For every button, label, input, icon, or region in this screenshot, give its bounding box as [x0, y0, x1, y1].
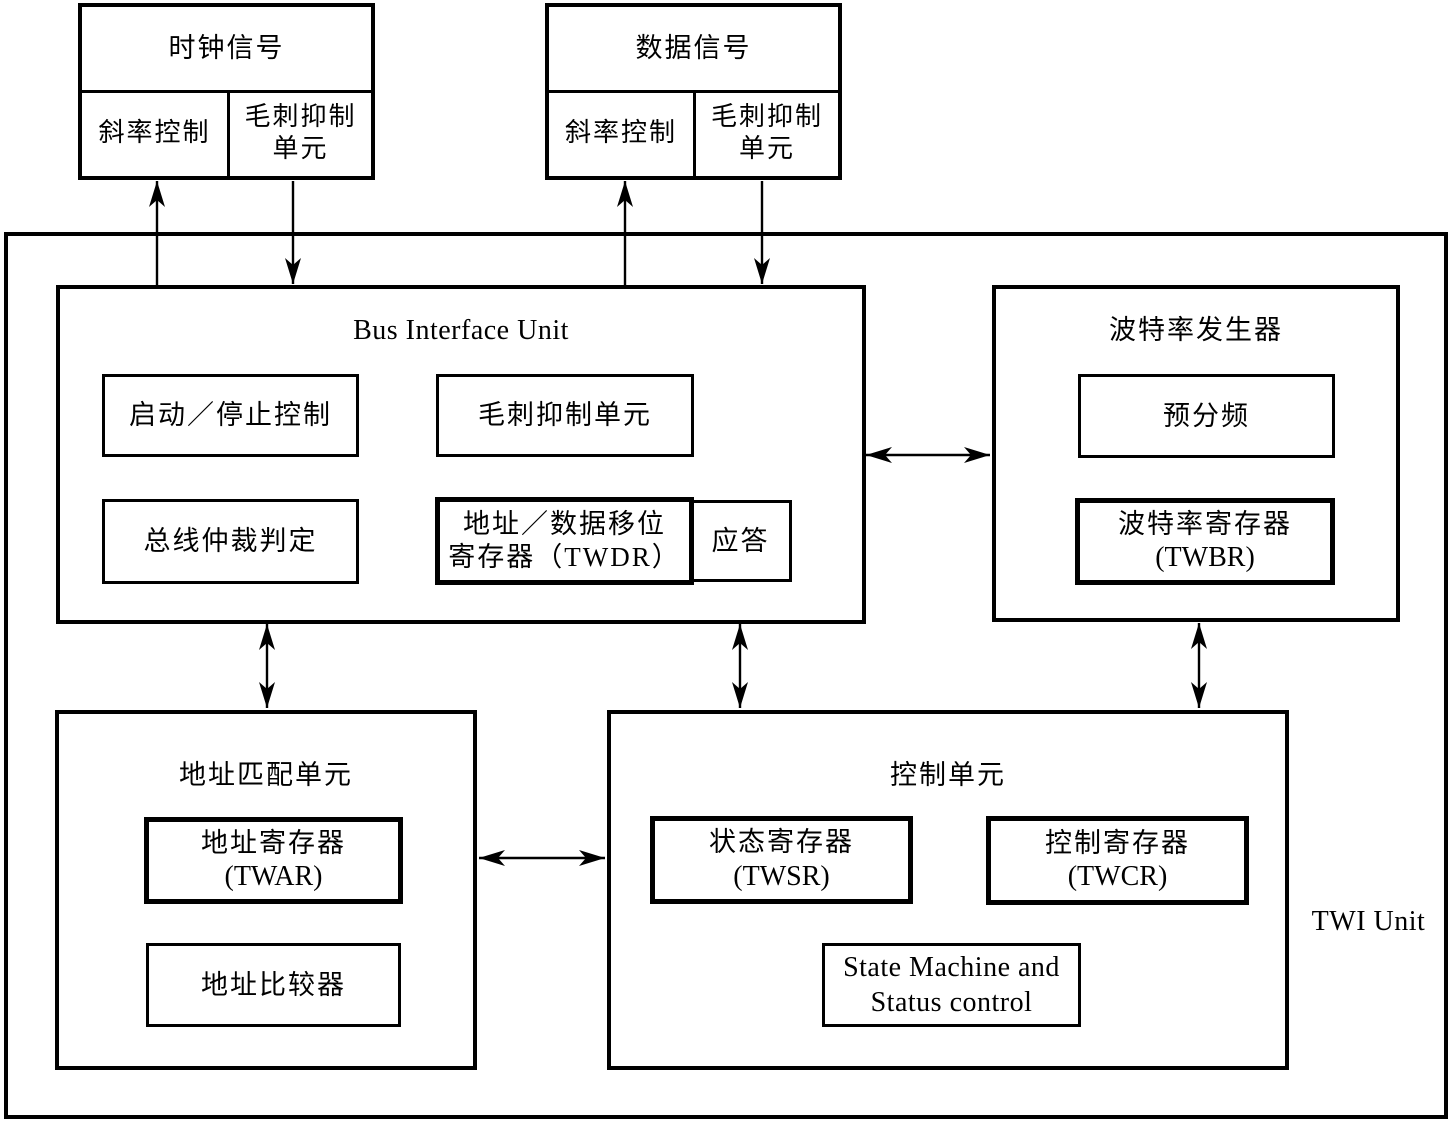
twar-register-box: 地址寄存器 (TWAR) — [144, 817, 403, 904]
twi-unit-label: TWI Unit — [1296, 903, 1441, 939]
twdr-line2: 寄存器（TWDR） — [448, 542, 681, 572]
clock-spike-line1: 毛刺抑制 — [244, 102, 357, 132]
ack-box: 应答 — [689, 500, 792, 582]
spike-suppression-unit-box: 毛刺抑制单元 — [436, 374, 694, 457]
twdr-line1: 地址／数据移位 — [462, 509, 666, 540]
start-stop-control-box: 启动／停止控制 — [102, 374, 359, 457]
twcr-line1: 控制寄存器 — [1045, 827, 1190, 858]
data-spike-line2: 单元 — [738, 134, 795, 163]
clock-signal-title: 时钟信号 — [82, 7, 371, 93]
twcr-line2: (TWCR) — [1067, 861, 1168, 893]
twbr-line2: (TWBR) — [1155, 542, 1255, 574]
control-unit-box: 控制单元 状态寄存器 (TWSR) 控制寄存器 (TWCR) State Mac… — [607, 710, 1289, 1070]
twsr-line1: 状态寄存器 — [709, 827, 854, 858]
data-spike-suppression-cell: 毛刺抑制 单元 — [711, 101, 823, 164]
twar-line1: 地址寄存器 — [201, 827, 346, 858]
data-slew-rate-cell: 斜率控制 — [549, 90, 696, 176]
prescaler-box: 预分频 — [1078, 374, 1335, 458]
state-machine-line1: State Machine and — [843, 952, 1060, 983]
clock-spike-line2: 单元 — [272, 134, 329, 163]
twbr-register-box: 波特率寄存器 (TWBR) — [1075, 498, 1335, 585]
twsr-register-box: 状态寄存器 (TWSR) — [650, 816, 913, 904]
clock-signal-box: 时钟信号 斜率控制 毛刺抑制 单元 — [78, 3, 375, 180]
twsr-line2: (TWSR) — [733, 860, 830, 892]
clock-spike-suppression-cell: 毛刺抑制 单元 — [244, 101, 356, 164]
twar-line2: (TWAR) — [224, 861, 323, 893]
data-spike-line1: 毛刺抑制 — [710, 102, 823, 132]
state-machine-box: State Machine and Status control — [822, 943, 1081, 1027]
data-signal-box: 数据信号 斜率控制 毛刺抑制 单元 — [545, 3, 842, 180]
address-match-unit-box: 地址匹配单元 地址寄存器 (TWAR) 地址比较器 — [55, 710, 477, 1070]
address-comparator-box: 地址比较器 — [146, 943, 401, 1027]
bus-arbitration-box: 总线仲裁判定 — [102, 499, 359, 584]
data-signal-title: 数据信号 — [549, 7, 838, 93]
twcr-register-box: 控制寄存器 (TWCR) — [986, 816, 1249, 905]
baud-rate-generator-title: 波特率发生器 — [1109, 314, 1283, 345]
twbr-line1: 波特率寄存器 — [1118, 508, 1292, 539]
control-unit-title: 控制单元 — [890, 759, 1006, 790]
baud-rate-generator-box: 波特率发生器 预分频 波特率寄存器 (TWBR) — [992, 285, 1400, 622]
twdr-register-box: 地址／数据移位 寄存器（TWDR） — [435, 497, 694, 585]
state-machine-line2: Status control — [870, 987, 1033, 1018]
address-match-unit-title: 地址匹配单元 — [179, 759, 353, 790]
clock-slew-rate-cell: 斜率控制 — [82, 90, 230, 176]
bus-interface-unit-box: Bus Interface Unit 启动／停止控制 毛刺抑制单元 总线仲裁判定… — [56, 285, 866, 624]
bus-interface-unit-title: Bus Interface Unit — [353, 314, 569, 346]
